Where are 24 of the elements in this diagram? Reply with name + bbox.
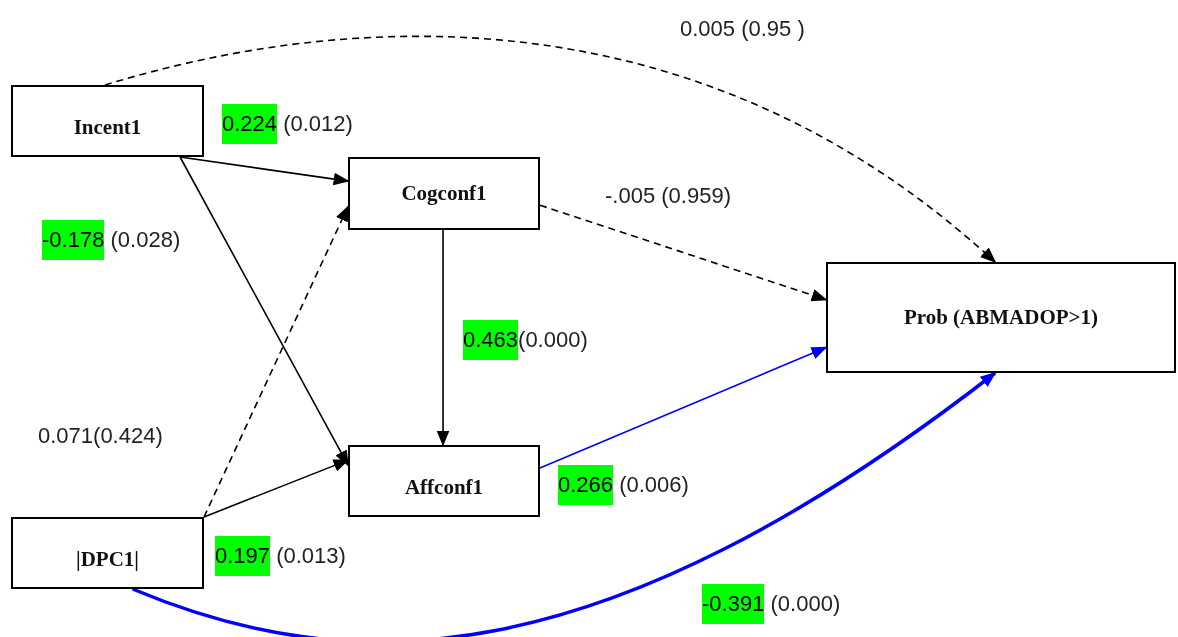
variable-name: |DPC1| — [76, 546, 139, 572]
arrow — [131, 371, 997, 637]
variable-name: Affconf1 — [404, 474, 484, 500]
edge-label: -0.178 (0.028) — [42, 220, 181, 260]
arrow — [539, 346, 828, 469]
arrow — [179, 156, 349, 467]
variable-box — [348, 157, 540, 230]
arrow — [179, 156, 350, 186]
arrow — [436, 229, 450, 447]
arrow — [203, 205, 349, 518]
variable-box — [826, 262, 1176, 373]
variable-name: Prob (ABMADOP>1) — [903, 305, 1099, 330]
variable-box — [348, 445, 540, 517]
edge-label: 0.197 (0.013) — [215, 536, 346, 576]
variable-name: Incent1 — [73, 114, 142, 140]
variable-box — [11, 85, 204, 157]
variable-box — [11, 517, 204, 589]
edge-label: 0.224 (0.012) — [222, 104, 353, 144]
variable-name: Cogconf1 — [401, 181, 487, 206]
arrow — [539, 204, 828, 302]
edge-label: 0.266 (0.006) — [558, 465, 689, 505]
edge-label: 0.463(0.000) — [463, 320, 588, 360]
arrow — [104, 36, 997, 263]
edge-label: -0.391 (0.000) — [702, 584, 841, 624]
